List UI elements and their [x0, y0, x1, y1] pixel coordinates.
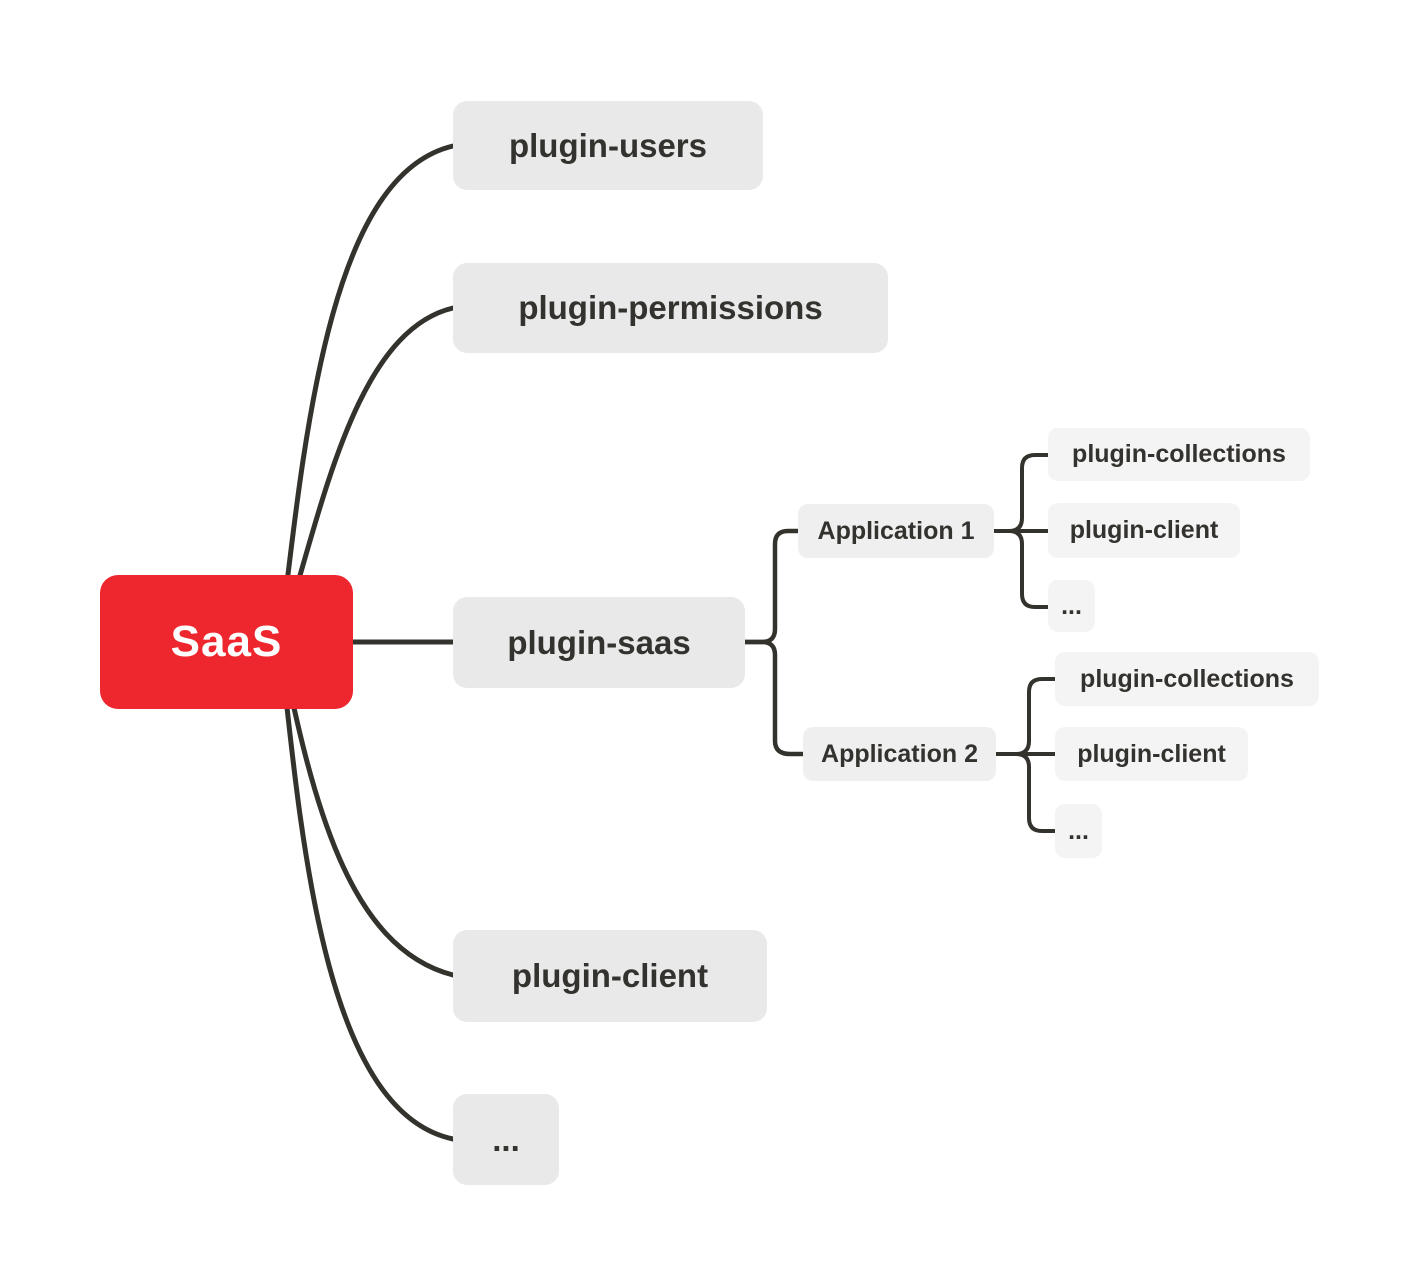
edge-app2-dots [994, 752, 1057, 833]
node-app2-plugin-collections[interactable]: plugin-collections [1055, 652, 1319, 706]
edge-app2-collections [994, 677, 1057, 756]
node-plugin-client[interactable]: plugin-client [453, 930, 767, 1022]
node-plugin-permissions[interactable]: plugin-permissions [453, 263, 888, 353]
node-application-2[interactable]: Application 2 [803, 727, 996, 781]
node-app1-ellipsis[interactable]: ... [1048, 580, 1095, 632]
edge-app1-collections [992, 453, 1050, 533]
node-plugin-saas[interactable]: plugin-saas [453, 597, 745, 688]
edge-saas-app1 [742, 528, 801, 645]
node-app2-plugin-client[interactable]: plugin-client [1055, 727, 1248, 781]
node-app1-plugin-collections[interactable]: plugin-collections [1048, 428, 1310, 481]
edge-root-plugin-users [277, 143, 456, 645]
node-app2-ellipsis[interactable]: ... [1055, 804, 1102, 858]
node-ellipsis[interactable]: ... [453, 1094, 559, 1185]
node-plugin-users[interactable]: plugin-users [453, 101, 763, 190]
node-app1-plugin-client[interactable]: plugin-client [1048, 503, 1240, 558]
node-saas-root[interactable]: SaaS [100, 575, 353, 709]
edge-saas-app2 [742, 639, 806, 757]
edge-app1-dots [992, 529, 1050, 609]
edge-root-dots [277, 639, 456, 1142]
node-application-1[interactable]: Application 1 [798, 504, 994, 558]
